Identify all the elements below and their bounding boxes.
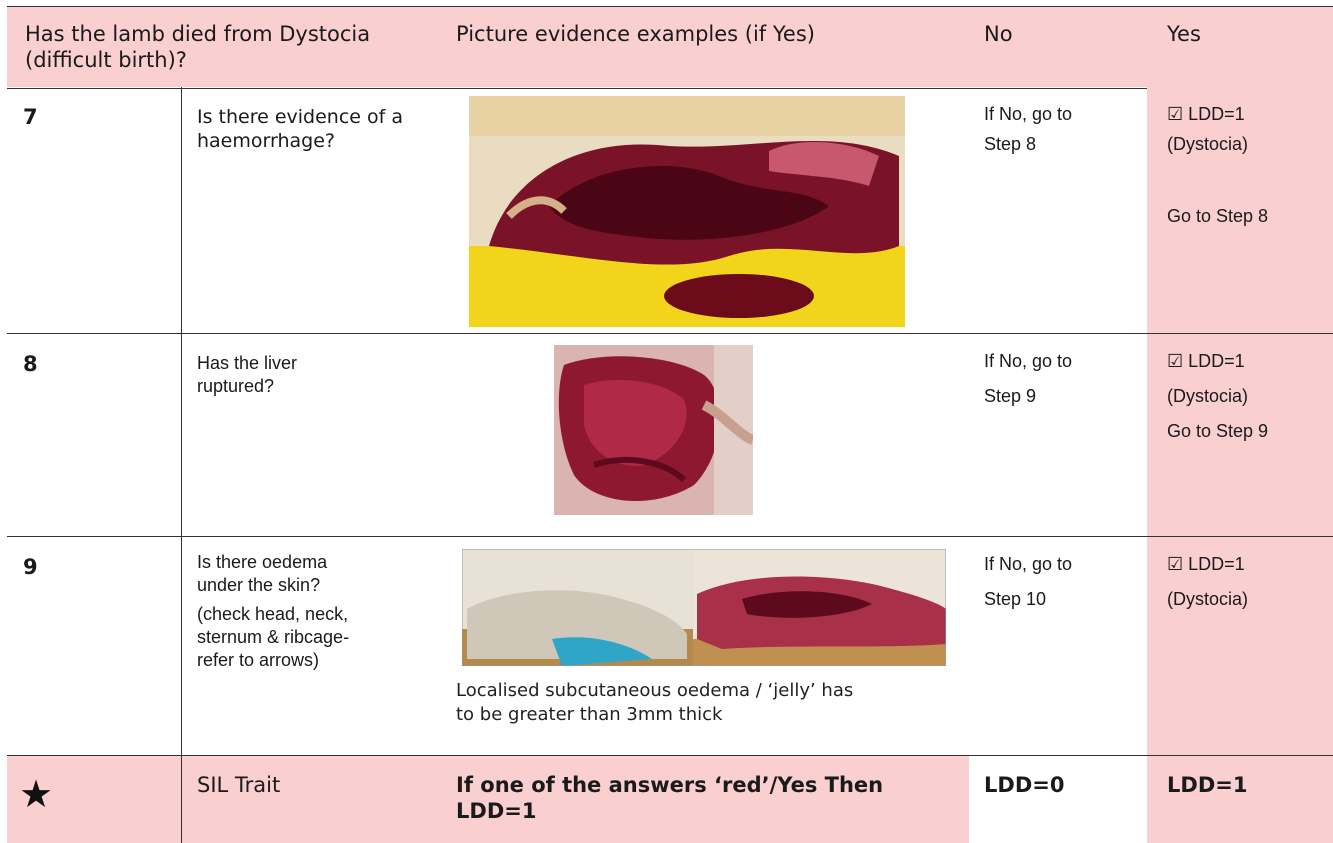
header-yes: Yes [1167,22,1201,46]
haemorrhage-photo [469,96,905,327]
sil-trait-yes-value: LDD=1 [1167,773,1248,797]
step-number: 9 [23,555,38,579]
yes-go-to-step: Go to Step 8 [1167,206,1269,226]
no-line-1: If No, go to [984,351,1073,371]
table-row: 8 Has the liver ruptured? If No, go to S… [7,334,1333,537]
question-text: Is there evidence of a haemorrhage? [197,106,404,152]
column-divider [181,756,182,843]
yes-go-to-step: Go to Step 9 [1167,421,1269,441]
header-background [7,7,1333,87]
footer-background-left [7,756,969,843]
table-row: 7 Is there evidence of a haemorrhage? If… [7,87,1333,334]
question-text: Is there oedema under the skin? [197,552,328,595]
step-number: 7 [23,105,38,129]
step-number: 8 [23,352,38,376]
no-line-2: Step 9 [984,386,1037,406]
header-question: Has the lamb died from Dystocia (difficu… [25,22,371,72]
table-header-row: Has the lamb died from Dystocia (difficu… [7,6,1333,89]
yes-dystocia: (Dystocia) [1167,386,1249,406]
photo-caption: Localised subcutaneous oedema / ‘jelly’ … [456,680,854,725]
yes-checkbox-ldd: ☑ LDD=1 [1167,104,1245,124]
yes-cell-background [1147,537,1333,755]
header-no: No [984,22,1013,46]
yes-dystocia: (Dystocia) [1167,134,1249,154]
yes-cell-background [1147,334,1333,536]
header-picture-evidence: Picture evidence examples (if Yes) [456,22,815,46]
no-line-2: Step 8 [984,134,1037,154]
ruptured-liver-photo [554,345,753,515]
subcutaneous-oedema-photo [462,549,946,666]
yes-checkbox-ldd: ☑ LDD=1 [1167,554,1245,574]
sil-trait-row: ★ SIL Trait If one of the answers ‘red’/… [7,756,1333,843]
sil-trait-label: SIL Trait [197,773,281,797]
yes-dystocia: (Dystocia) [1167,589,1249,609]
question-text: Has the liver ruptured? [197,353,298,396]
no-line-1: If No, go to [984,554,1073,574]
star-icon: ★ [19,772,54,816]
yes-cell-background [1147,87,1333,333]
no-line-2: Step 10 [984,589,1047,609]
sil-trait-no-value: LDD=0 [984,773,1065,797]
column-divider [181,537,182,755]
column-divider [181,87,182,333]
table-row: 9 Is there oedema under the skin? (check… [7,537,1333,756]
no-line-1: If No, go to [984,104,1073,124]
column-divider [181,334,182,536]
yes-checkbox-ldd: ☑ LDD=1 [1167,351,1245,371]
question-note: (check head, neck, sternum & ribcage- re… [197,604,350,670]
sil-trait-rule: If one of the answers ‘red’/Yes Then LDD… [456,773,884,823]
footer-background-yes [1147,756,1333,843]
